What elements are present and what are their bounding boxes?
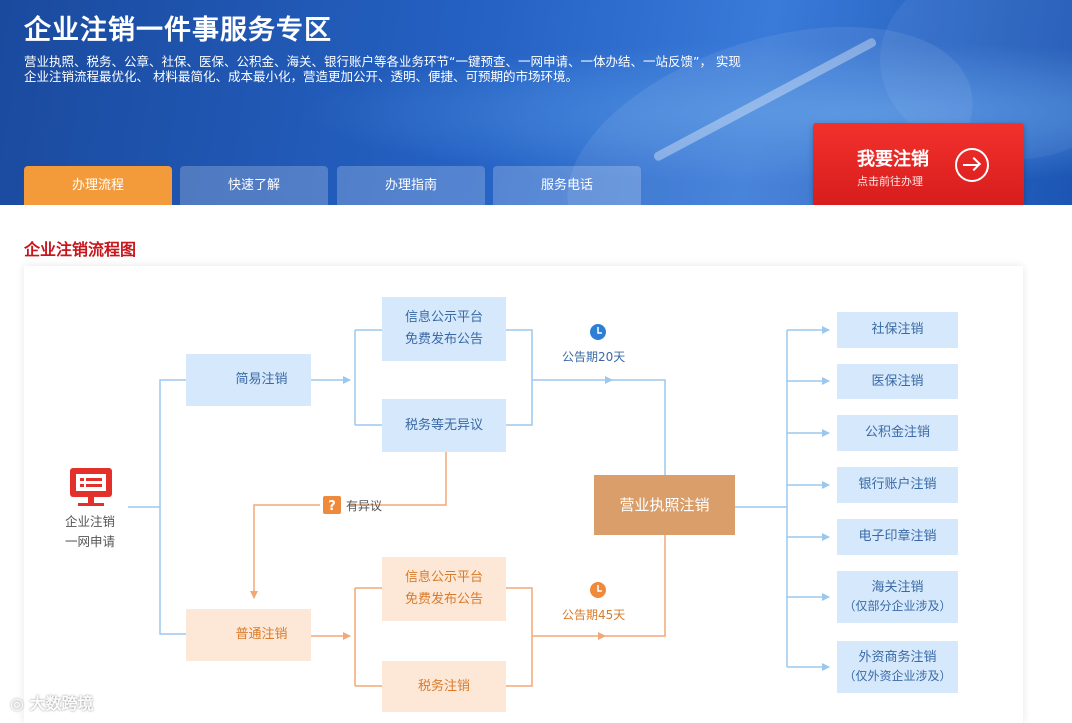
- watermark-logo-icon: ◎: [10, 694, 30, 713]
- normal-publicity-box: 信息公示平台 免费发布公告: [382, 557, 506, 621]
- objection-label: 有异议: [346, 499, 383, 513]
- watermark-text: 大数跨境: [29, 694, 94, 713]
- simple-deregistration-box: 简易注销: [186, 354, 311, 406]
- apply-deregistration-button[interactable]: 我要注销 点击前往办理: [813, 123, 1024, 205]
- medical-insurance-box: 医保注销: [837, 364, 958, 399]
- foreign-commerce-box: 外资商务注销 （仅外资企业涉及）: [837, 641, 958, 693]
- business-license-deregistration-box: 营业执照注销: [594, 475, 735, 535]
- simple-publicity-box: 信息公示平台 免费发布公告: [382, 297, 506, 361]
- start-label-line: 企业注销: [64, 514, 115, 529]
- item-label: 电子印章注销: [858, 529, 937, 544]
- watermark: ◎ 大数跨境: [10, 690, 94, 714]
- hero-description: 营业执照、税务、公章、社保、医保、公积金、海关、银行账户等各业务环节“一键预查、…: [24, 54, 784, 84]
- e-seal-box: 电子印章注销: [837, 519, 958, 555]
- housing-fund-box: 公积金注销: [837, 415, 958, 451]
- arrow-right-circle-icon: [955, 148, 989, 182]
- simple-tax-label: 税务等无异议: [404, 418, 483, 433]
- simple-deregistration-label: 简易注销: [235, 372, 288, 387]
- simple-publicity-line: 信息公示平台: [404, 310, 483, 325]
- tab-service-phone[interactable]: 服务电话: [493, 166, 641, 205]
- cta-subtitle: 点击前往办理: [857, 175, 923, 188]
- simple-publicity-line: 免费发布公告: [404, 332, 483, 347]
- section-title: 企业注销流程图: [24, 240, 137, 259]
- item-label: 银行账户注销: [858, 477, 937, 492]
- tab-guide[interactable]: 办理指南: [337, 166, 485, 205]
- customs-box: 海关注销 （仅部分企业涉及）: [837, 571, 958, 623]
- cta-title: 我要注销: [857, 149, 929, 170]
- start-label: 企业注销 一网申请: [52, 512, 128, 552]
- hero-banner: 企业注销一件事服务专区 营业执照、税务、公章、社保、医保、公积金、海关、银行账户…: [0, 0, 1072, 205]
- business-license-deregistration-label: 营业执照注销: [619, 496, 710, 514]
- start-label-line: 一网申请: [64, 534, 115, 549]
- tab-process[interactable]: 办理流程: [24, 166, 172, 205]
- normal-tax-label: 税务注销: [417, 679, 470, 694]
- hero-description-line: 营业执照、税务、公章、社保、医保、公积金、海关、银行账户等各业务环节“一键预查、…: [24, 54, 741, 69]
- social-security-box: 社保注销: [837, 312, 958, 348]
- simple-tax-box: 税务等无异议: [382, 399, 506, 452]
- normal-publicity-line: 免费发布公告: [404, 592, 483, 607]
- tab-quick-overview[interactable]: 快速了解: [180, 166, 328, 205]
- item-note: （仅外资企业涉及）: [843, 669, 952, 683]
- page-title: 企业注销一件事服务专区: [24, 15, 332, 46]
- hero-description-line: 企业注销流程最优化、 材料最简化、成本最小化，营造更加公开、透明、便捷、可预期的…: [24, 69, 578, 84]
- normal-deregistration-box: 普通注销: [186, 609, 311, 661]
- normal-deregistration-label: 普通注销: [235, 627, 288, 642]
- item-label: 外资商务注销: [858, 650, 937, 665]
- period-45-label: 公告期45天: [562, 608, 626, 622]
- item-label: 医保注销: [871, 374, 924, 389]
- normal-publicity-line: 信息公示平台: [404, 570, 483, 585]
- item-label: 公积金注销: [864, 425, 930, 440]
- bank-account-box: 银行账户注销: [837, 467, 958, 503]
- item-label: 海关注销: [871, 580, 924, 595]
- item-label: 社保注销: [871, 322, 924, 337]
- normal-tax-box: 税务注销: [382, 661, 506, 712]
- period-20-label: 公告期20天: [562, 350, 626, 364]
- item-note: （仅部分企业涉及）: [843, 599, 952, 613]
